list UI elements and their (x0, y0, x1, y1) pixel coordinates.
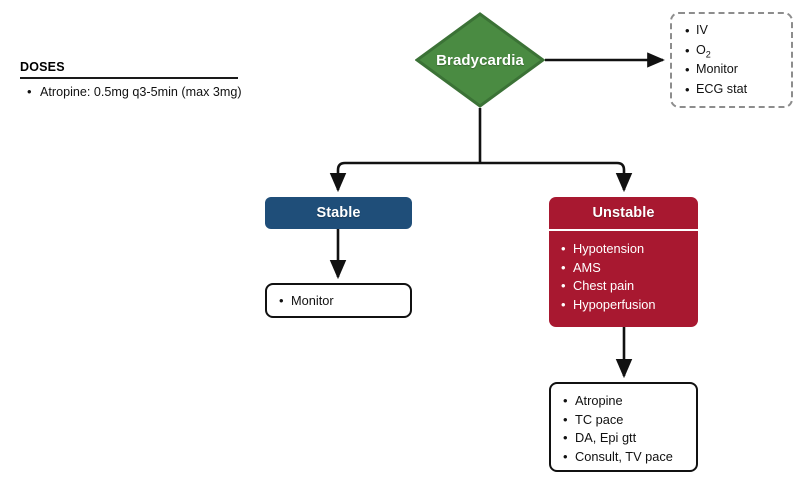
node-bradycardia-label: Bradycardia (436, 51, 524, 69)
o2-label: O (696, 42, 706, 57)
doses-legend-title: DOSES (20, 60, 65, 74)
list-item: ECG stat (685, 80, 785, 100)
doses-legend: DOSES Atropine: 0.5mg q3-5min (max 3mg) (20, 60, 245, 101)
list-item: Chest pain (561, 277, 692, 296)
node-bradycardia[interactable]: Bradycardia (415, 12, 545, 108)
immediate-actions-list: IV O2 Monitor ECG stat (682, 21, 785, 99)
list-item: Hypoperfusion (561, 296, 692, 315)
list-item: TC pace (559, 411, 690, 430)
diamond-shape (415, 12, 545, 108)
o2-subscript: 2 (705, 49, 711, 60)
node-unstable-management[interactable]: Atropine TC pace DA, Epi gtt Consult, TV… (549, 382, 698, 472)
node-stable-management[interactable]: Monitor (265, 283, 412, 318)
unstable-criteria-list: Hypotension AMS Chest pain Hypoperfusion (549, 231, 698, 320)
stable-management-list: Monitor (275, 292, 404, 311)
list-item-o2: O2 (685, 41, 785, 61)
list-item: AMS (561, 259, 692, 278)
node-stable-label: Stable (316, 205, 361, 221)
doses-legend-list: Atropine: 0.5mg q3-5min (max 3mg) (20, 84, 245, 101)
edge-root-to-stable (329, 161, 480, 193)
doses-legend-divider (20, 77, 238, 79)
node-stable[interactable]: Stable (265, 197, 412, 229)
unstable-management-list: Atropine TC pace DA, Epi gtt Consult, TV… (559, 392, 690, 466)
list-item: Atropine (559, 392, 690, 411)
list-item: DA, Epi gtt (559, 429, 690, 448)
list-item: Consult, TV pace (559, 448, 690, 467)
list-item: Atropine: 0.5mg q3-5min (max 3mg) (27, 84, 245, 101)
list-item: Monitor (275, 292, 404, 311)
list-item: IV (685, 21, 785, 41)
edge-root-to-unstable (480, 161, 633, 193)
list-item: Hypotension (561, 240, 692, 259)
list-item: Monitor (685, 60, 785, 80)
node-immediate-actions[interactable]: IV O2 Monitor ECG stat (670, 12, 793, 108)
node-unstable[interactable]: Unstable Hypotension AMS Chest pain Hypo… (549, 197, 698, 327)
node-unstable-header: Unstable (549, 197, 698, 231)
node-unstable-label: Unstable (592, 205, 655, 221)
